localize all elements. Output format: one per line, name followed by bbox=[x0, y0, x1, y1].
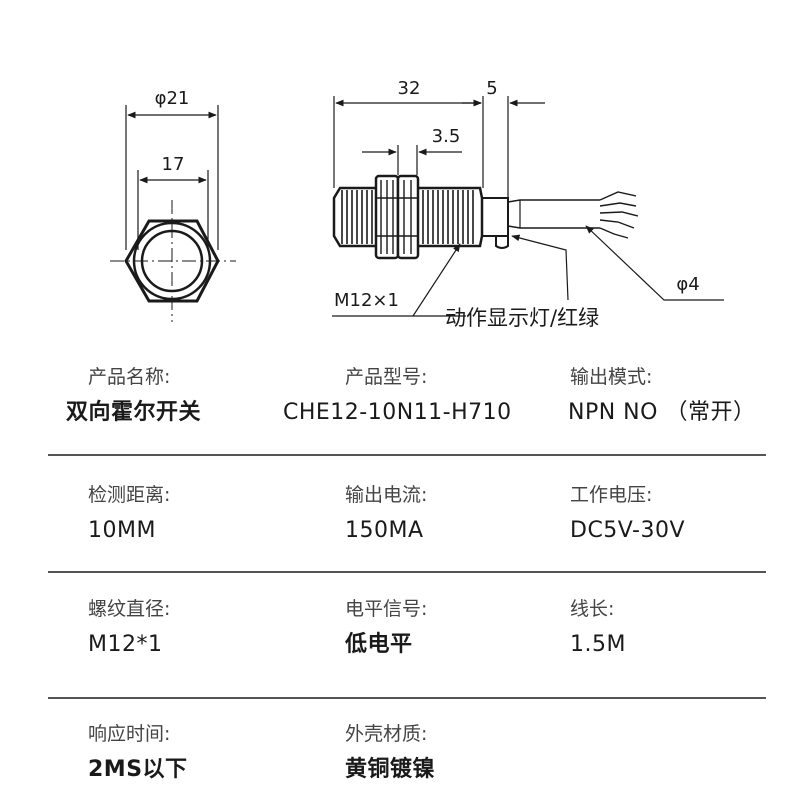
front-view bbox=[110, 105, 236, 322]
spec-item-thread-diameter: 螺纹直径: M12*1 bbox=[88, 597, 170, 659]
spec-item-housing-material: 外壳材质: 黄铜镀镍 bbox=[345, 722, 435, 784]
cable-diameter-leader bbox=[585, 225, 724, 301]
spec-item-response-time: 响应时间: 2MS以下 bbox=[88, 722, 188, 784]
side-view bbox=[332, 96, 724, 317]
spec-value: 2MS以下 bbox=[88, 757, 188, 782]
indicator-led bbox=[495, 236, 509, 249]
spec-value: 双向霍尔开关 bbox=[66, 400, 202, 425]
outer-diameter-label: φ21 bbox=[155, 88, 190, 109]
cable-sheath bbox=[507, 199, 600, 229]
spec-label: 外壳材质: bbox=[345, 723, 428, 745]
length-label: 32 bbox=[398, 78, 421, 99]
spec-item-model: 产品型号: CHE12-10N11-H710 bbox=[283, 365, 512, 427]
row-divider bbox=[48, 454, 766, 456]
spec-label: 输出电流: bbox=[345, 484, 428, 506]
spec-item-output-mode: 输出模式: NPN NO （常开） bbox=[568, 365, 756, 427]
spec-label: 线长: bbox=[570, 598, 615, 620]
spec-label: 输出模式: bbox=[570, 366, 653, 388]
spec-label: 响应时间: bbox=[88, 723, 171, 745]
spec-label: 工作电压: bbox=[570, 484, 653, 506]
rear-cap bbox=[482, 197, 509, 237]
cable-wires bbox=[599, 191, 639, 239]
spec-value: M12*1 bbox=[88, 632, 163, 657]
cable-gap-label: 5 bbox=[486, 78, 497, 99]
spec-item-product-name: 产品名称: 双向霍尔开关 bbox=[66, 365, 201, 427]
cable-diameter-label: φ4 bbox=[676, 274, 699, 295]
thread-lines bbox=[341, 190, 474, 244]
row-divider bbox=[48, 571, 766, 573]
spec-value: 低电平 bbox=[345, 632, 413, 657]
row-divider bbox=[48, 697, 766, 699]
spec-value: CHE12-10N11-H710 bbox=[283, 400, 512, 425]
spec-value: 黄铜镀镍 bbox=[345, 757, 436, 782]
spec-item-detection-distance: 检测距离: 10MM bbox=[88, 483, 170, 545]
technical-drawing: φ21 17 bbox=[110, 78, 724, 330]
indicator-label: 动作显示灯/红绿 bbox=[445, 306, 599, 330]
spec-label: 螺纹直径: bbox=[88, 598, 171, 620]
spec-value: 1.5M bbox=[570, 632, 626, 657]
spec-label: 产品名称: bbox=[88, 366, 171, 388]
spec-label: 产品型号: bbox=[345, 366, 428, 388]
spec-item-cable-length: 线长: 1.5M bbox=[570, 597, 626, 659]
spec-label: 电平信号: bbox=[345, 598, 428, 620]
spec-value: 150MA bbox=[345, 518, 424, 543]
threaded-body bbox=[332, 186, 484, 248]
spec-table: 产品名称: 双向霍尔开关 产品型号: CHE12-10N11-H710 输出模式… bbox=[0, 345, 800, 800]
nut-right bbox=[396, 174, 420, 260]
spec-value: NPN NO （常开） bbox=[568, 400, 756, 425]
spec-item-level-signal: 电平信号: 低电平 bbox=[345, 597, 427, 659]
spec-label: 检测距离: bbox=[88, 484, 171, 506]
spec-value: DC5V-30V bbox=[570, 518, 686, 543]
flat-width-label: 17 bbox=[162, 154, 185, 175]
thread-label: M12×1 bbox=[334, 290, 399, 311]
spec-item-operating-voltage: 工作电压: DC5V-30V bbox=[570, 483, 685, 545]
nut-width-label: 3.5 bbox=[432, 126, 461, 147]
spec-item-output-current: 输出电流: 150MA bbox=[345, 483, 427, 545]
spec-value: 10MM bbox=[88, 518, 156, 543]
indicator-leader bbox=[511, 234, 569, 301]
